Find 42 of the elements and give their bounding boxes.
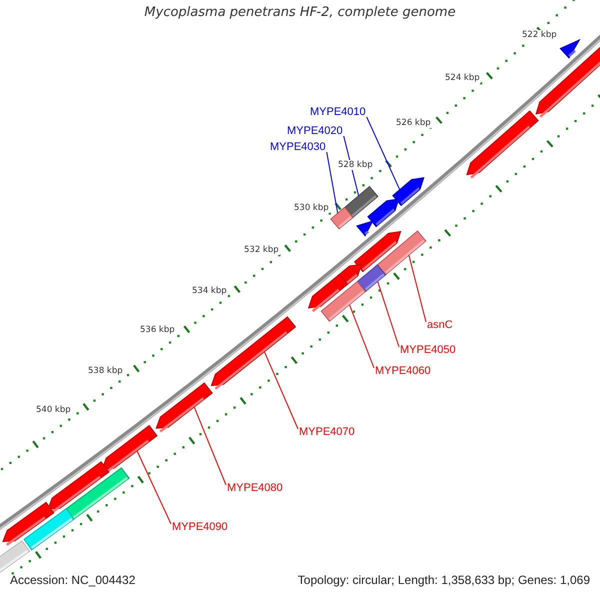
gene-feature (376, 230, 426, 276)
scale-label: 538 kbp (87, 366, 124, 376)
scale-label: 536 kbp (139, 325, 176, 335)
leader-line (264, 351, 298, 430)
gene-label: MYPE4020 (287, 125, 343, 138)
scale-label: 524 kbp (444, 73, 481, 83)
gene-label: asnC (427, 319, 453, 332)
leader-line (136, 450, 172, 524)
leader-line (366, 116, 400, 190)
gene-feature (392, 177, 424, 206)
gene-label: MYPE4090 (172, 521, 228, 534)
gene-label: MYPE4080 (227, 482, 283, 495)
scale-label: 534 kbp (191, 286, 228, 296)
gene-feature (560, 38, 581, 59)
scale-label: 540 kbp (35, 405, 72, 415)
scale-label: 528 kbp (337, 160, 374, 170)
scale-label: 530 kbp (293, 203, 330, 213)
gene-feature (320, 280, 366, 322)
footer-text: Topology: circular; Length: 1,358,633 bp; Genes: 1,069 (298, 573, 590, 587)
gene-feature (535, 45, 600, 118)
map-title: Mycoplasma penetrans HF-2, complete genome (144, 5, 456, 20)
gene-feature (210, 316, 296, 390)
gene-feature (367, 198, 400, 228)
scale-label: 526 kbp (395, 118, 432, 128)
footer-text: Accession: NC_004432 (10, 573, 136, 587)
gene-label: MYPE4070 (299, 426, 355, 439)
leader-line (377, 281, 400, 348)
gene-label: MYPE4060 (375, 365, 431, 378)
gene-label: MYPE4050 (400, 344, 456, 357)
gene-label: MYPE4030 (270, 141, 326, 154)
gene-feature (356, 220, 374, 237)
gene-feature (466, 110, 539, 179)
leader-line (349, 304, 374, 368)
gene-label: MYPE4010 (310, 106, 366, 119)
leader-line (408, 254, 426, 322)
gene-feature (156, 382, 213, 432)
leader-line (194, 406, 226, 486)
gene-feature (330, 206, 354, 230)
scale-label: 522 kbp (521, 30, 558, 40)
leader-line (326, 152, 338, 214)
gene-feature (23, 508, 74, 550)
scale-label: 532 kbp (243, 245, 280, 255)
